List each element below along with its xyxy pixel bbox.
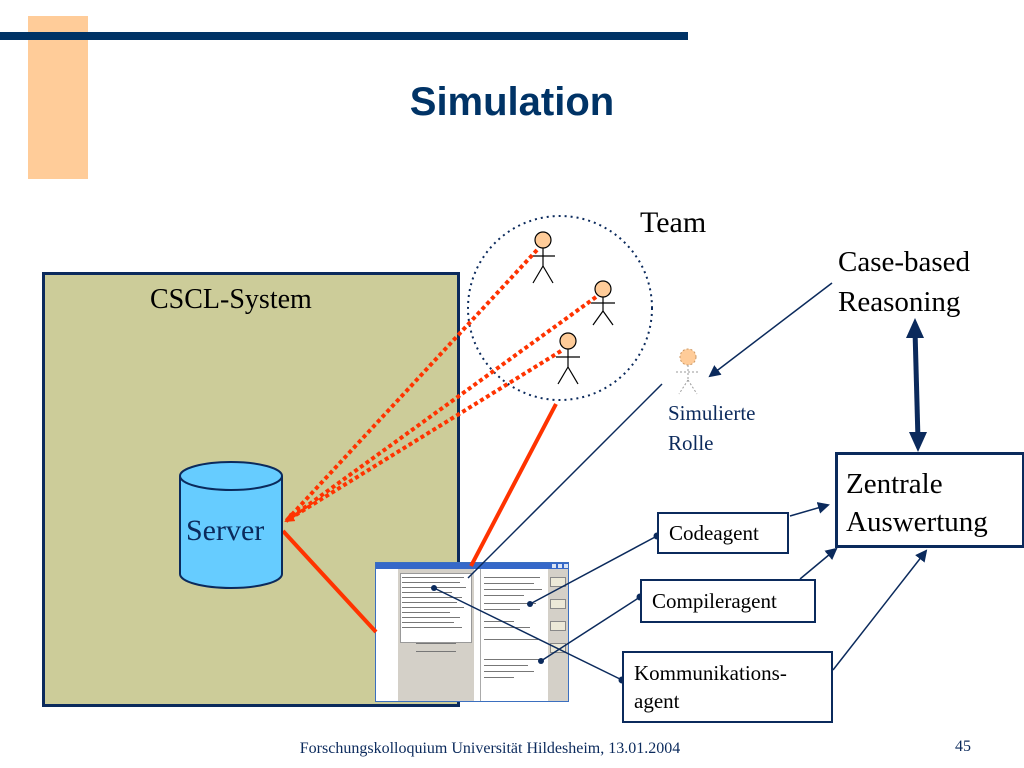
app-text-line — [484, 577, 540, 578]
app-text-line — [416, 643, 456, 644]
slide-footer: Forschungskolloquium Universität Hildesh… — [299, 740, 681, 757]
compiler-to-app-link — [540, 596, 641, 662]
app-chat-text — [400, 573, 472, 643]
app-text-line — [484, 677, 514, 678]
app-text-line — [484, 671, 534, 672]
app-text-line — [484, 589, 542, 590]
communication-agent-box: Kommunikations- agent — [622, 651, 833, 723]
team-label: Team — [640, 206, 707, 239]
slide-title: Simulation — [409, 80, 615, 124]
app-button — [550, 577, 566, 587]
arrow-down-icon — [909, 432, 927, 452]
title-rule — [0, 32, 688, 40]
app-text-line — [402, 577, 464, 578]
simulated-role-line2: Rolle — [668, 431, 714, 455]
server-label: Server — [186, 514, 265, 547]
app-text-line — [402, 607, 464, 608]
app-code-panel — [480, 569, 549, 701]
app-text-line — [402, 592, 452, 593]
app-text-line — [402, 627, 462, 628]
person-icon — [591, 280, 615, 326]
person-icon — [556, 332, 580, 385]
cbr-label: Case-based Reasoning — [838, 242, 970, 322]
connector-dot — [527, 601, 533, 607]
minimize-icon — [552, 564, 556, 568]
central-line2: Auswertung — [846, 506, 988, 538]
app-text-line — [484, 603, 536, 604]
connector-dot — [538, 658, 544, 664]
compileragent-box: Compileragent — [640, 579, 816, 623]
app-text-line — [484, 627, 530, 628]
central-line1: Zentrale — [846, 468, 943, 500]
cbr-central-link — [912, 329, 921, 441]
compiler-to-central-arrow — [799, 547, 838, 580]
app-button — [550, 621, 566, 631]
team-to-server-link — [284, 248, 539, 523]
cbr-to-role-arrow — [708, 282, 833, 378]
app-text-line — [484, 583, 534, 584]
comm-to-app-link — [433, 587, 623, 681]
arrow-up-icon — [906, 318, 924, 338]
app-text-line — [484, 595, 524, 596]
codeagent-box: Codeagent — [657, 512, 789, 554]
app-text-line — [484, 639, 538, 640]
database-cylinder-icon — [179, 461, 283, 589]
simulated-role-label: Simulierte Rolle — [668, 398, 756, 458]
cbr-label-line2: Reasoning — [838, 286, 961, 318]
comm-to-central-arrow — [832, 549, 928, 671]
simulated-role-line1: Simulierte — [668, 401, 756, 425]
cbr-label-line1: Case-based — [838, 246, 971, 278]
simulated-role-link — [467, 383, 663, 579]
central-evaluation-box: Zentrale Auswertung — [835, 452, 1024, 548]
app-text-line — [402, 582, 460, 583]
app-text-line — [484, 609, 520, 610]
maximize-icon — [558, 564, 562, 568]
app-text-line — [402, 617, 460, 618]
communication-agent-line1: Kommunikations- — [634, 661, 787, 685]
person-icon — [531, 231, 555, 284]
cscl-system-label: CSCL-System — [150, 284, 312, 315]
team-to-server-link — [284, 349, 563, 523]
app-text-line — [402, 612, 450, 613]
app-text-line — [484, 659, 542, 660]
page-number: 45 — [955, 738, 971, 755]
close-icon — [564, 564, 568, 568]
server-to-app-link — [281, 529, 378, 634]
app-text-line — [416, 651, 456, 652]
team-to-app-link — [469, 403, 558, 567]
app-text-line — [402, 597, 462, 598]
person-icon — [676, 348, 700, 395]
communication-agent-line2: agent — [634, 689, 680, 713]
codeagent-to-central-arrow — [789, 502, 830, 517]
app-text-line — [402, 602, 457, 603]
connector-dot — [431, 585, 437, 591]
app-button — [550, 599, 566, 609]
app-text-line — [484, 665, 528, 666]
codeagent-to-app-link — [529, 535, 658, 605]
title-accent-block — [28, 16, 88, 179]
team-circle — [467, 215, 653, 401]
team-to-server-link — [284, 295, 598, 523]
app-text-line — [402, 622, 454, 623]
app-text-line — [484, 621, 514, 622]
